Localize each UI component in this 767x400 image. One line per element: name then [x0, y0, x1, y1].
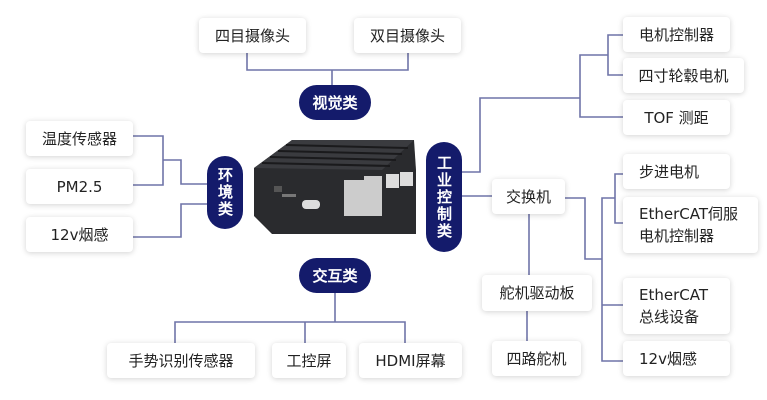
node-gesture-sensor: 手势识别传感器	[107, 343, 255, 378]
category-environment: 环境类	[207, 156, 243, 229]
node-industrial-screen: 工控屏	[272, 343, 346, 378]
category-industrial: 工业控制类	[426, 142, 462, 252]
node-smoke-sensor-left: 12v烟感	[26, 217, 133, 252]
device-image	[254, 140, 416, 234]
node-quad-camera: 四目摄像头	[199, 18, 306, 53]
node-stereo-camera: 双目摄像头	[354, 18, 461, 53]
node-hdmi-screen: HDMI屏幕	[359, 343, 462, 378]
node-temperature-sensor: 温度传感器	[26, 121, 133, 156]
node-ethercat-servo: EtherCAT伺服电机控制器	[623, 197, 758, 253]
category-vision: 视觉类	[299, 85, 371, 120]
node-ethercat-bus: EtherCAT总线设备	[623, 278, 730, 334]
node-servo-board: 舵机驱动板	[482, 275, 592, 311]
node-motor-controller: 电机控制器	[623, 17, 730, 52]
node-hub-motor: 四寸轮毂电机	[623, 58, 744, 93]
category-interaction: 交互类	[299, 258, 371, 293]
node-tof: TOF 测距	[623, 100, 730, 135]
node-smoke-sensor-right: 12v烟感	[623, 341, 730, 376]
node-pm25: PM2.5	[26, 169, 133, 204]
node-switch: 交换机	[492, 179, 565, 214]
node-quad-servo: 四路舵机	[492, 341, 581, 376]
node-stepper-motor: 步进电机	[623, 154, 730, 189]
